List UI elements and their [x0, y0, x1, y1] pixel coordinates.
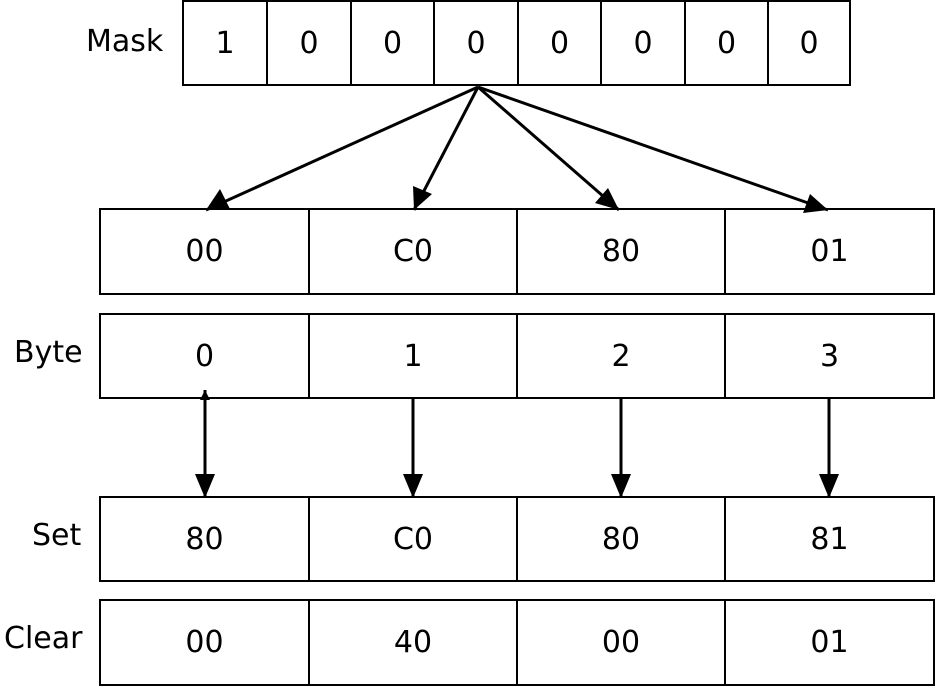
arrowhead-mask-to-byte2	[595, 188, 619, 210]
arrowhead-byte2-down	[611, 474, 631, 498]
mask-bit-0: 1	[184, 2, 268, 84]
byte-cell-3: 3	[819, 338, 840, 374]
clear-cell-1: 40	[310, 601, 518, 684]
set-label: Set	[32, 518, 82, 553]
source-cell-1: C0	[310, 210, 518, 293]
mask-fanout-arrows	[205, 85, 829, 213]
set-cell-2: 80	[518, 498, 726, 580]
mask-bits-row: 1 0 0 0 0 0 0 0	[182, 0, 851, 86]
arrow-mask-to-byte3	[477, 85, 829, 212]
set-cell-0: 80	[101, 498, 310, 580]
arrowhead-mask-to-byte0	[206, 189, 230, 210]
set-row: 80 C0 80 81	[99, 496, 935, 582]
clear-cell-3: 01	[810, 625, 849, 660]
mask-bit-2: 0	[352, 2, 435, 84]
mask-bit-5: 0	[602, 2, 686, 84]
mask-bit-3: 0	[435, 2, 519, 84]
source-cell-3: 01	[810, 234, 849, 269]
mask-bit-1: 0	[268, 2, 352, 84]
arrow-mask-to-byte0	[205, 85, 479, 212]
source-row: 00 C0 80 01	[99, 208, 935, 295]
byte-to-set-arrows	[195, 390, 839, 498]
byte-cell-0: 0	[101, 315, 310, 397]
mask-bit-7: 0	[799, 25, 819, 61]
byte-label: Byte	[14, 335, 83, 370]
mask-bit-6: 0	[686, 2, 769, 84]
source-cell-0: 00	[101, 210, 310, 293]
mask-label: Mask	[86, 24, 164, 59]
arrow-mask-to-byte1	[412, 86, 480, 211]
clear-label: Clear	[4, 621, 83, 656]
arrowhead-mask-to-byte1	[413, 186, 432, 210]
byte-cell-1: 1	[310, 315, 518, 397]
byte-cell-2: 2	[518, 315, 726, 397]
clear-cell-0: 00	[101, 601, 310, 684]
arrowhead-byte0-down	[195, 474, 215, 498]
clear-cell-2: 00	[518, 601, 726, 684]
arrowhead-byte1-down	[403, 474, 423, 498]
set-cell-1: C0	[310, 498, 518, 580]
clear-row: 00 40 00 01	[99, 599, 935, 686]
set-cell-3: 81	[810, 521, 849, 557]
byte-row: 0 1 2 3	[99, 313, 935, 399]
mask-bit-4: 0	[519, 2, 602, 84]
arrowhead-byte3-down	[819, 474, 839, 498]
arrow-mask-to-byte2	[477, 85, 620, 212]
source-cell-2: 80	[518, 210, 726, 293]
